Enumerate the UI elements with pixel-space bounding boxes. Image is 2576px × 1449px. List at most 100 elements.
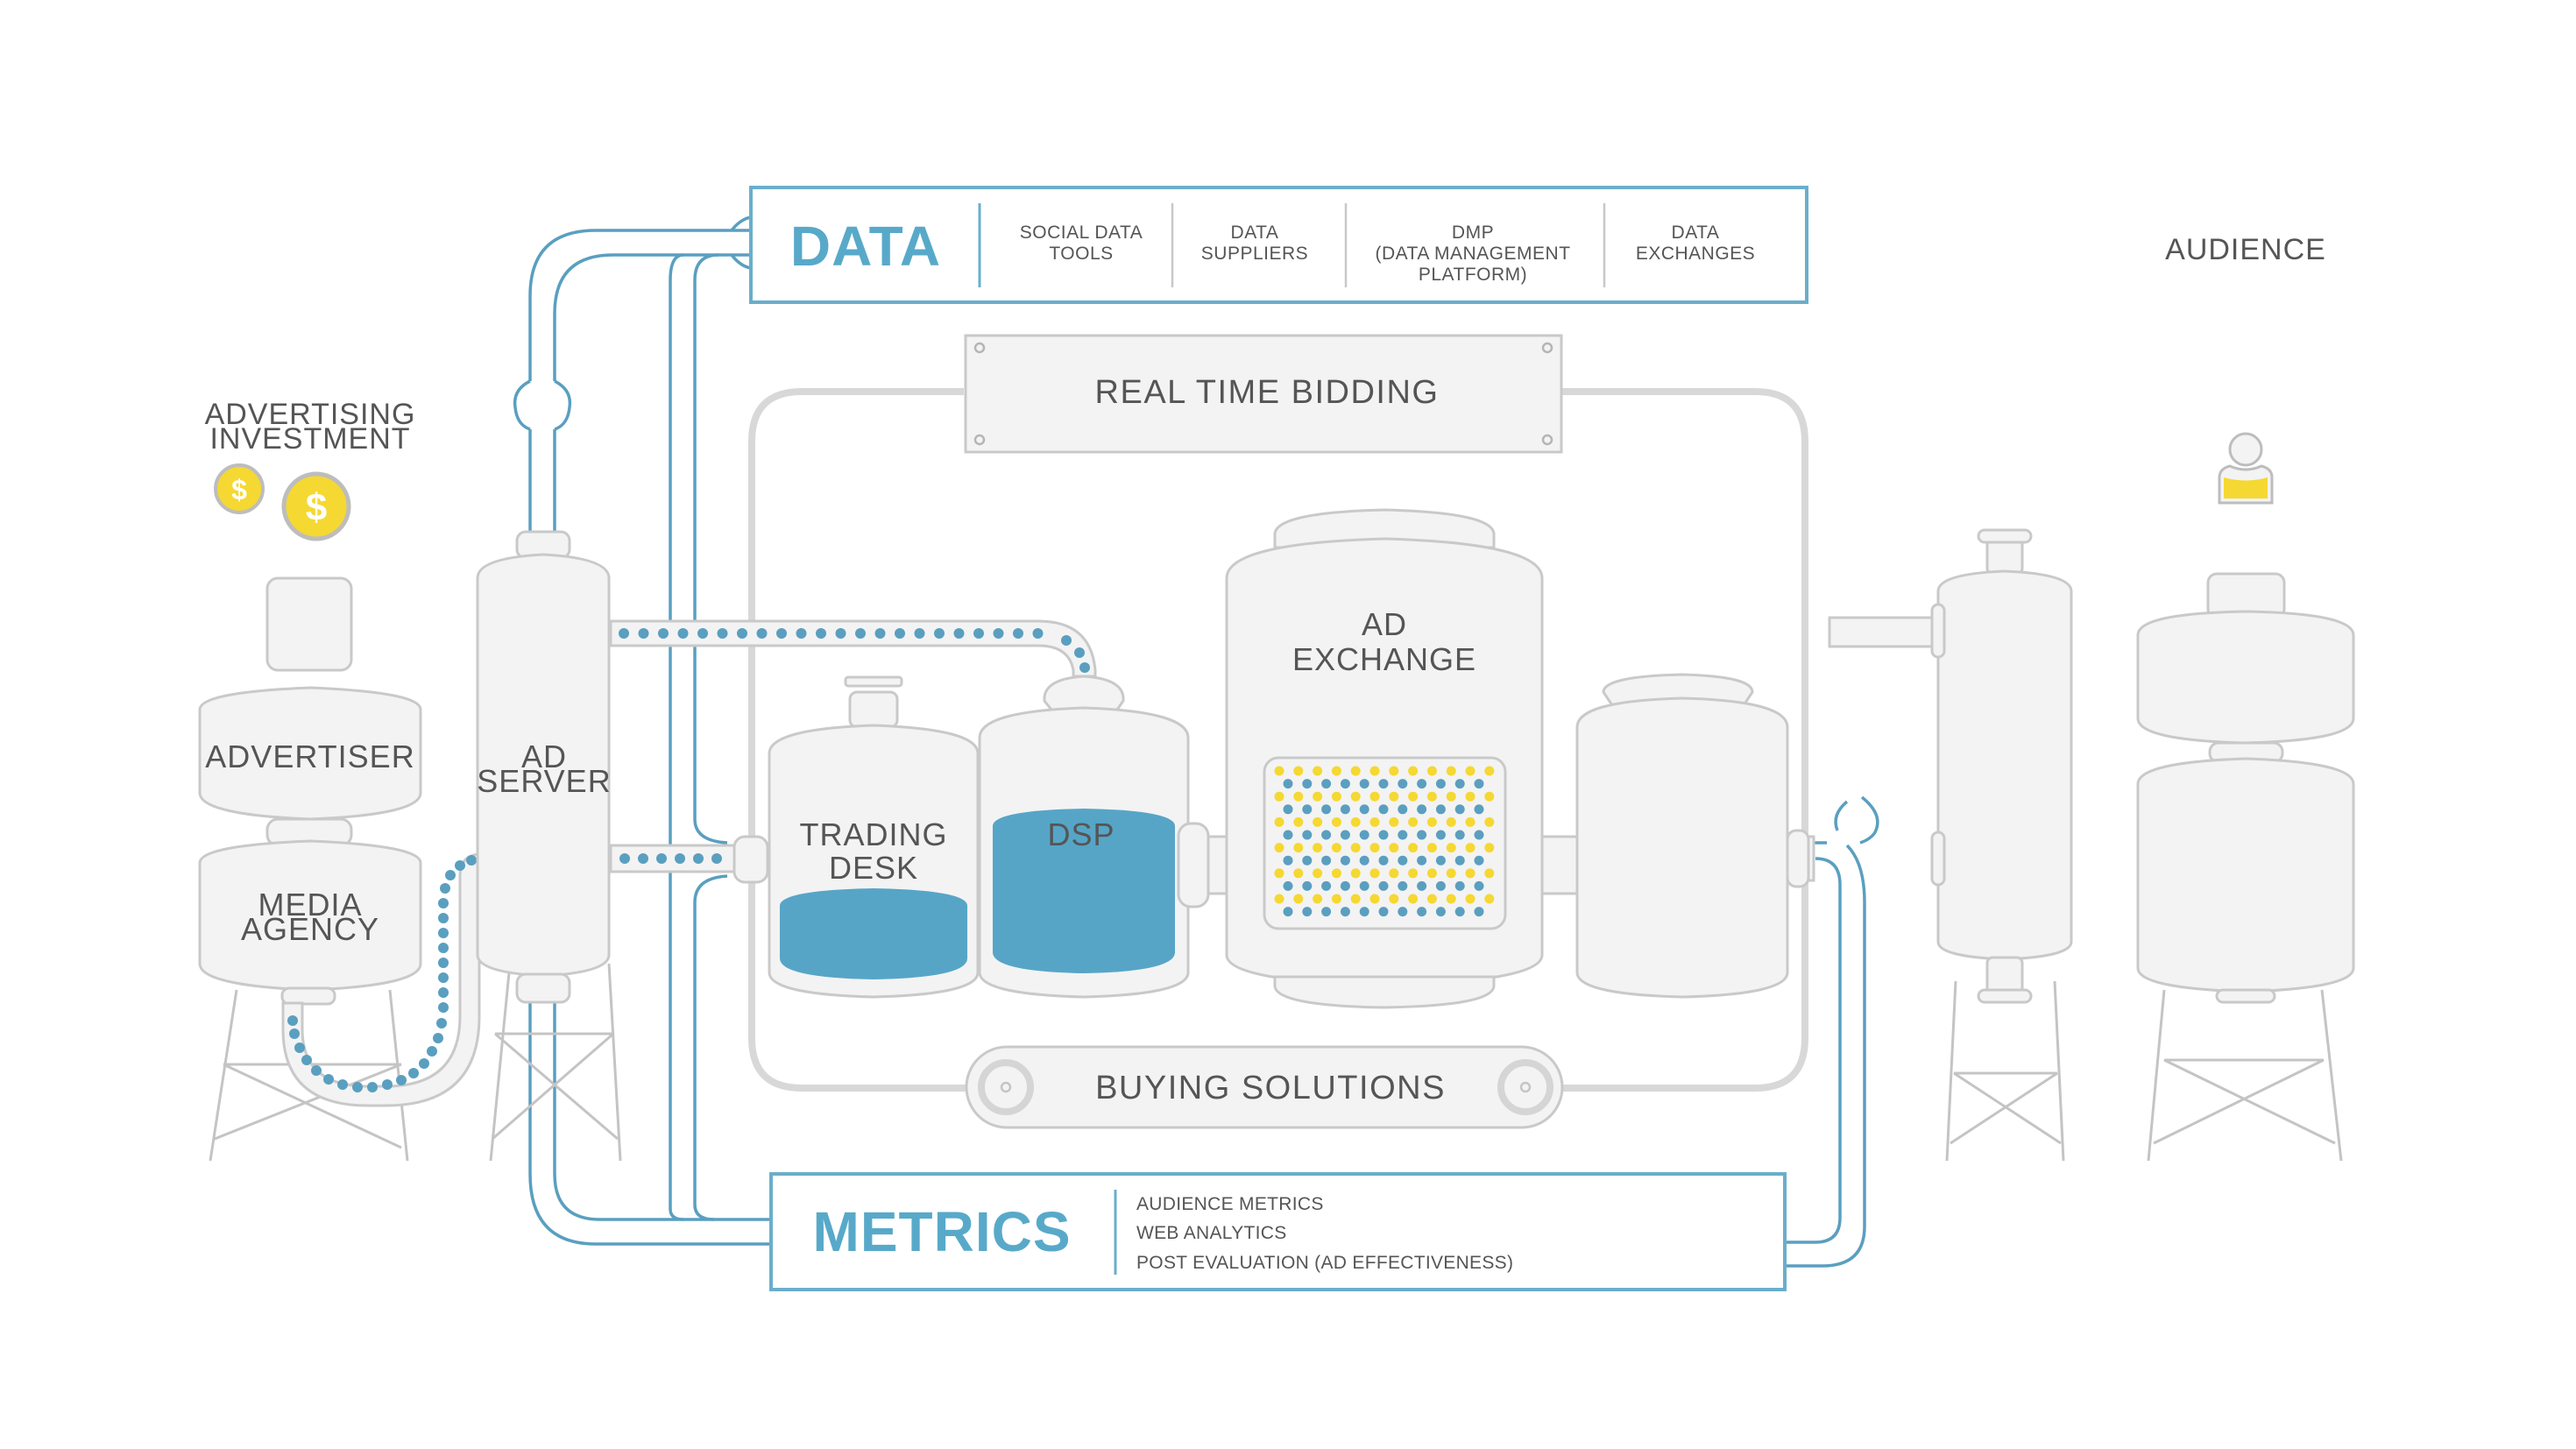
blue-dot xyxy=(1435,779,1446,789)
data-box-flange xyxy=(730,216,752,270)
coin-disc xyxy=(281,471,351,541)
yellow-dot xyxy=(1369,843,1380,853)
data-dot xyxy=(993,628,1004,639)
blue-dot xyxy=(1321,880,1332,891)
yellow-dot xyxy=(1350,816,1361,827)
yellow-dot xyxy=(1446,894,1456,904)
data-to-adserver-pipe-outer xyxy=(528,229,749,381)
blue-dot xyxy=(1359,855,1369,866)
blue-dot xyxy=(1378,779,1389,789)
column-tank xyxy=(1936,569,2073,961)
yellow-dot xyxy=(1389,868,1399,879)
yellow-dot xyxy=(1313,894,1323,904)
data-item-line: SUPPLIERS xyxy=(1201,244,1308,264)
yellow-dot xyxy=(1274,766,1284,776)
wheel-hub xyxy=(1000,1081,1012,1093)
data-item-line: PLATFORM) xyxy=(1419,265,1527,285)
yellow-dot xyxy=(1350,766,1361,776)
blue-dot xyxy=(1283,804,1293,815)
output-tank-top-cap xyxy=(1602,673,1754,707)
yellow-dot xyxy=(1484,766,1495,776)
yellow-dot xyxy=(1331,766,1341,776)
yellow-dot xyxy=(1369,766,1380,776)
tower-legs xyxy=(489,963,622,1162)
data-dot xyxy=(796,628,807,639)
blue-dot xyxy=(1454,804,1465,815)
blue-dot xyxy=(1474,779,1484,789)
data-dot xyxy=(438,958,449,968)
tap-neck xyxy=(848,690,899,729)
blue-dot xyxy=(1359,804,1369,815)
yellow-dot xyxy=(1446,843,1456,853)
yellow-dot xyxy=(1484,791,1495,802)
data-dot xyxy=(337,1079,348,1090)
column-flange xyxy=(1930,831,1946,887)
yellow-dot xyxy=(1426,791,1437,802)
yellow-dot xyxy=(1369,894,1380,904)
metrics-panel-title: METRICS xyxy=(813,1200,1072,1263)
ad-server-label-line2: SERVER xyxy=(477,763,611,799)
data-dot xyxy=(396,1075,407,1085)
data-dot xyxy=(693,853,704,864)
ad-exchange-base xyxy=(1273,975,1496,1009)
ad-exchange-top-cap xyxy=(1273,508,1496,549)
audience-tower xyxy=(2136,572,2355,1162)
exchange-to-metrics-inner xyxy=(1786,857,1842,1244)
blue-dot xyxy=(1454,779,1465,789)
yellow-dot xyxy=(1293,868,1304,879)
yellow-dot xyxy=(1313,766,1323,776)
data-dot xyxy=(677,628,689,639)
data-dot xyxy=(301,1055,312,1065)
rtb-panel xyxy=(964,334,1563,454)
blue-dot xyxy=(1321,907,1332,917)
tower-legs xyxy=(1945,980,2065,1162)
data-to-adserver-pipe-inner xyxy=(553,253,749,381)
blue-dot xyxy=(1302,907,1313,917)
data-item-social-data-tools: SOCIAL DATA TOOLS xyxy=(1020,223,1143,264)
yellow-dot xyxy=(1293,843,1304,853)
advertiser-tank xyxy=(198,686,422,821)
metrics-item: AUDIENCE METRICS xyxy=(1136,1194,1324,1214)
yellow-dot xyxy=(1446,868,1456,879)
data-dot xyxy=(287,1015,298,1026)
blue-dot xyxy=(1435,830,1446,840)
advertiser-tower: ADVERTISER MEDIA AGENCY xyxy=(198,576,422,1162)
data-dot xyxy=(638,628,649,639)
data-dot xyxy=(466,855,477,866)
yellow-dot xyxy=(1331,816,1341,827)
broken-pipe-loop xyxy=(1834,795,1879,845)
blue-dot xyxy=(1378,907,1389,917)
blue-dot xyxy=(1417,855,1427,866)
audience-label: AUDIENCE xyxy=(2165,233,2326,266)
yellow-dot xyxy=(1426,816,1437,827)
yellow-dot xyxy=(1293,791,1304,802)
data-dot xyxy=(855,628,866,639)
trading-desk-tank: TRADING DESK xyxy=(768,675,980,999)
column-flange xyxy=(1930,603,1946,659)
yellow-dot xyxy=(1426,766,1437,776)
metrics-panel: METRICS AUDIENCE METRICS WEB ANALYTICS P… xyxy=(769,1172,1787,1291)
data-dot xyxy=(1013,628,1023,639)
yellow-dot xyxy=(1484,868,1495,879)
data-dot xyxy=(367,1082,378,1092)
trading-desk-label-line1: TRADING xyxy=(800,816,948,852)
data-dots-dsp-pipe xyxy=(619,628,1090,673)
data-dot xyxy=(455,860,465,871)
blue-dot xyxy=(1417,907,1427,917)
data-panel: DATA SOCIAL DATA TOOLS DATA SUPPLIERS DM… xyxy=(749,186,1808,304)
data-dot xyxy=(1079,662,1090,673)
data-feed-pipes xyxy=(513,216,1879,1268)
yellow-dot xyxy=(1313,843,1323,853)
data-to-metrics-line-1 xyxy=(669,253,684,1221)
metrics-item: WEB ANALYTICS xyxy=(1136,1223,1287,1243)
yellow-dot xyxy=(1293,816,1304,827)
tower-legs xyxy=(2147,989,2343,1162)
adserver-to-metrics-outer xyxy=(528,999,771,1246)
blue-dot xyxy=(1378,830,1389,840)
data-dot xyxy=(408,1068,419,1078)
blue-dot xyxy=(1474,855,1484,866)
data-dot xyxy=(711,853,722,864)
dsp-liquid xyxy=(993,809,1175,973)
yellow-dot xyxy=(1331,894,1341,904)
adserver-to-metrics-inner xyxy=(553,999,771,1221)
